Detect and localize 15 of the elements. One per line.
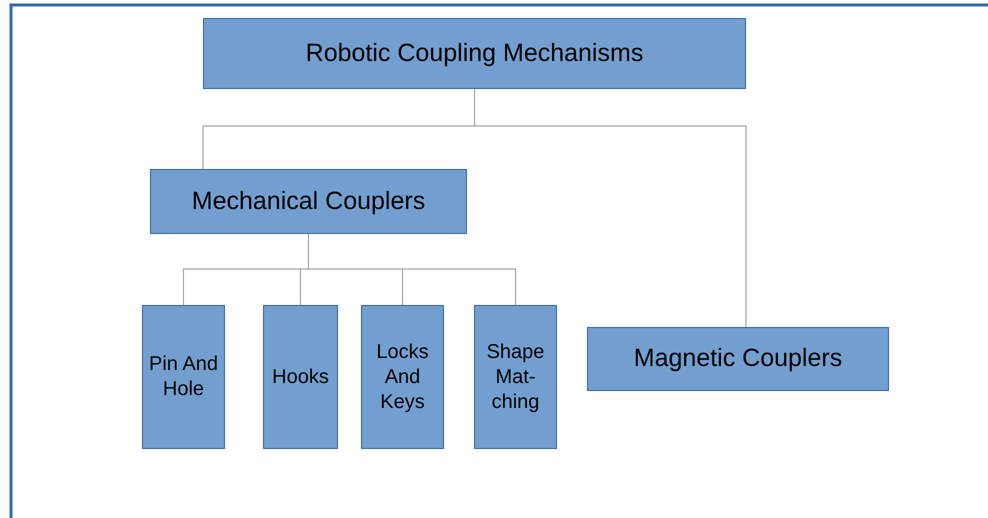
box-label: Shape Mat- ching [486,340,546,414]
category-box [203,18,746,89]
category-box [361,305,444,449]
box-label: Mechanical Couplers [192,186,426,217]
box-label: Magnetic Couplers [634,343,842,374]
box-label: Pin And Hole [148,352,218,402]
category-box [263,305,338,449]
category-box [150,169,467,234]
box-label: Robotic Coupling Mechanisms [306,38,644,69]
category-box [142,305,225,449]
category-box [474,305,557,449]
box-label: Hooks [272,364,329,390]
box-label: Locks And Keys [375,340,430,414]
category-box [587,327,889,391]
connector-line [308,234,516,306]
